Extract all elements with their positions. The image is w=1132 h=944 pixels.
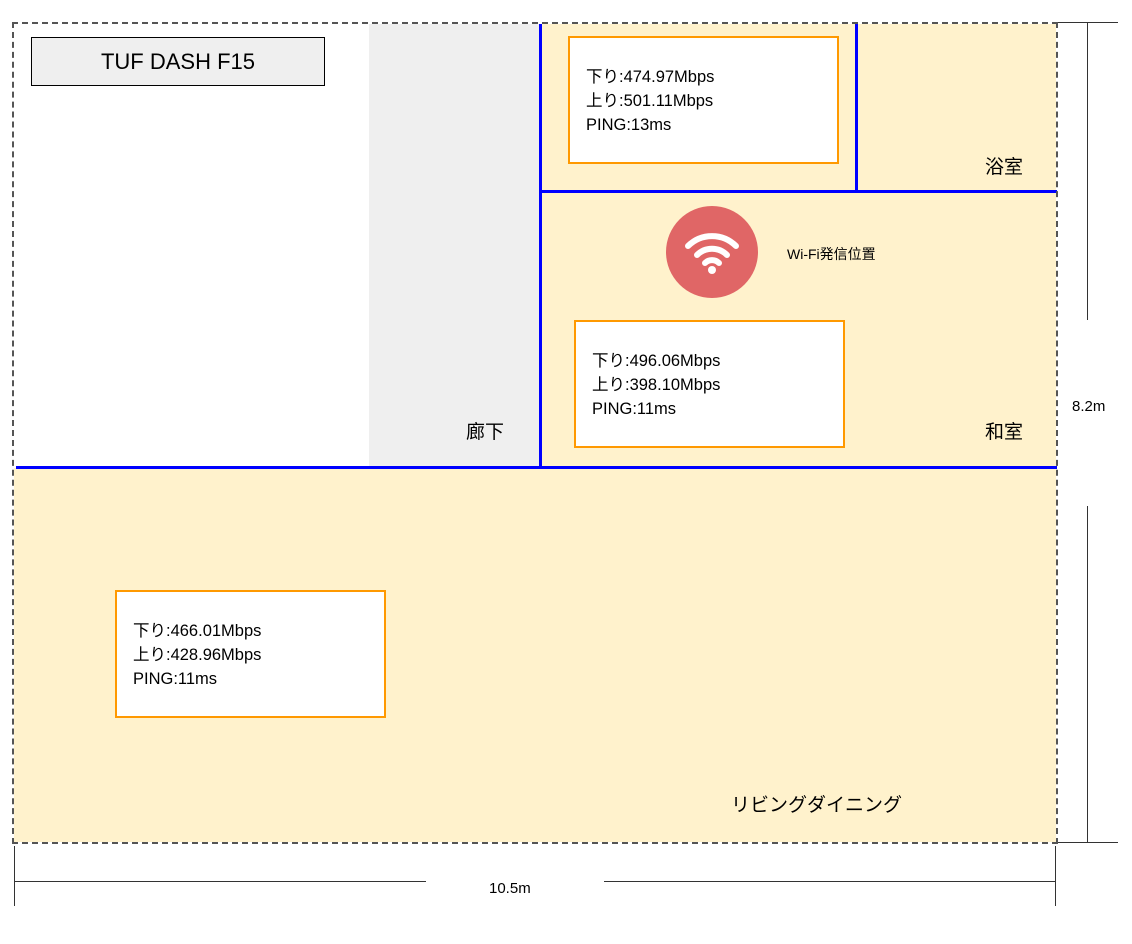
wifi-position-label: Wi-Fi発信位置: [787, 246, 876, 262]
wall-horizontal-upper: [541, 190, 1057, 193]
floor-outline: [12, 22, 1058, 844]
height-dimension-label: 8.2m: [1072, 398, 1106, 415]
height-tick-bottom: [1058, 842, 1118, 843]
room-label-living: リビングダイニング: [731, 795, 903, 816]
ping-value: PING:13ms: [586, 116, 672, 134]
width-dimension-label: 10.5m: [489, 880, 531, 897]
wall-horizontal-living: [16, 466, 1057, 469]
ping-value: PING:11ms: [592, 400, 677, 418]
download-speed: 下り:466.01Mbps: [133, 622, 262, 640]
wall-vertical-bath: [855, 24, 858, 192]
speed-box-upper: 下り:474.97Mbps 上り:501.11Mbps PING:13ms: [568, 36, 839, 164]
width-tick-left: [14, 846, 15, 906]
room-label-washitsu: 和室: [985, 422, 1024, 443]
ping-value: PING:11ms: [133, 670, 218, 688]
upload-speed: 上り:501.11Mbps: [586, 92, 714, 110]
wifi-icon: [666, 206, 758, 298]
speed-box-living: 下り:466.01Mbps 上り:428.96Mbps PING:11ms: [115, 590, 386, 718]
bath-fill: [856, 24, 1056, 192]
width-line-right: [604, 881, 1056, 882]
upload-speed: 上り:428.96Mbps: [133, 646, 262, 664]
height-tick-top: [1058, 22, 1118, 23]
speed-box-washitsu: 下り:496.06Mbps 上り:398.10Mbps PING:11ms: [574, 320, 845, 448]
height-line-top: [1087, 22, 1088, 320]
download-speed: 下り:496.06Mbps: [592, 352, 721, 370]
hallway-area: [369, 24, 541, 466]
height-line-bottom: [1087, 506, 1088, 843]
room-label-hallway: 廊下: [466, 422, 505, 443]
wall-vertical-left: [539, 24, 542, 466]
download-speed: 下り:474.97Mbps: [586, 68, 715, 86]
width-tick-right: [1055, 846, 1056, 906]
model-title: TUF DASH F15: [31, 37, 325, 86]
upload-speed: 上り:398.10Mbps: [592, 376, 721, 394]
room-label-bath: 浴室: [985, 157, 1024, 178]
width-line-left: [14, 881, 426, 882]
